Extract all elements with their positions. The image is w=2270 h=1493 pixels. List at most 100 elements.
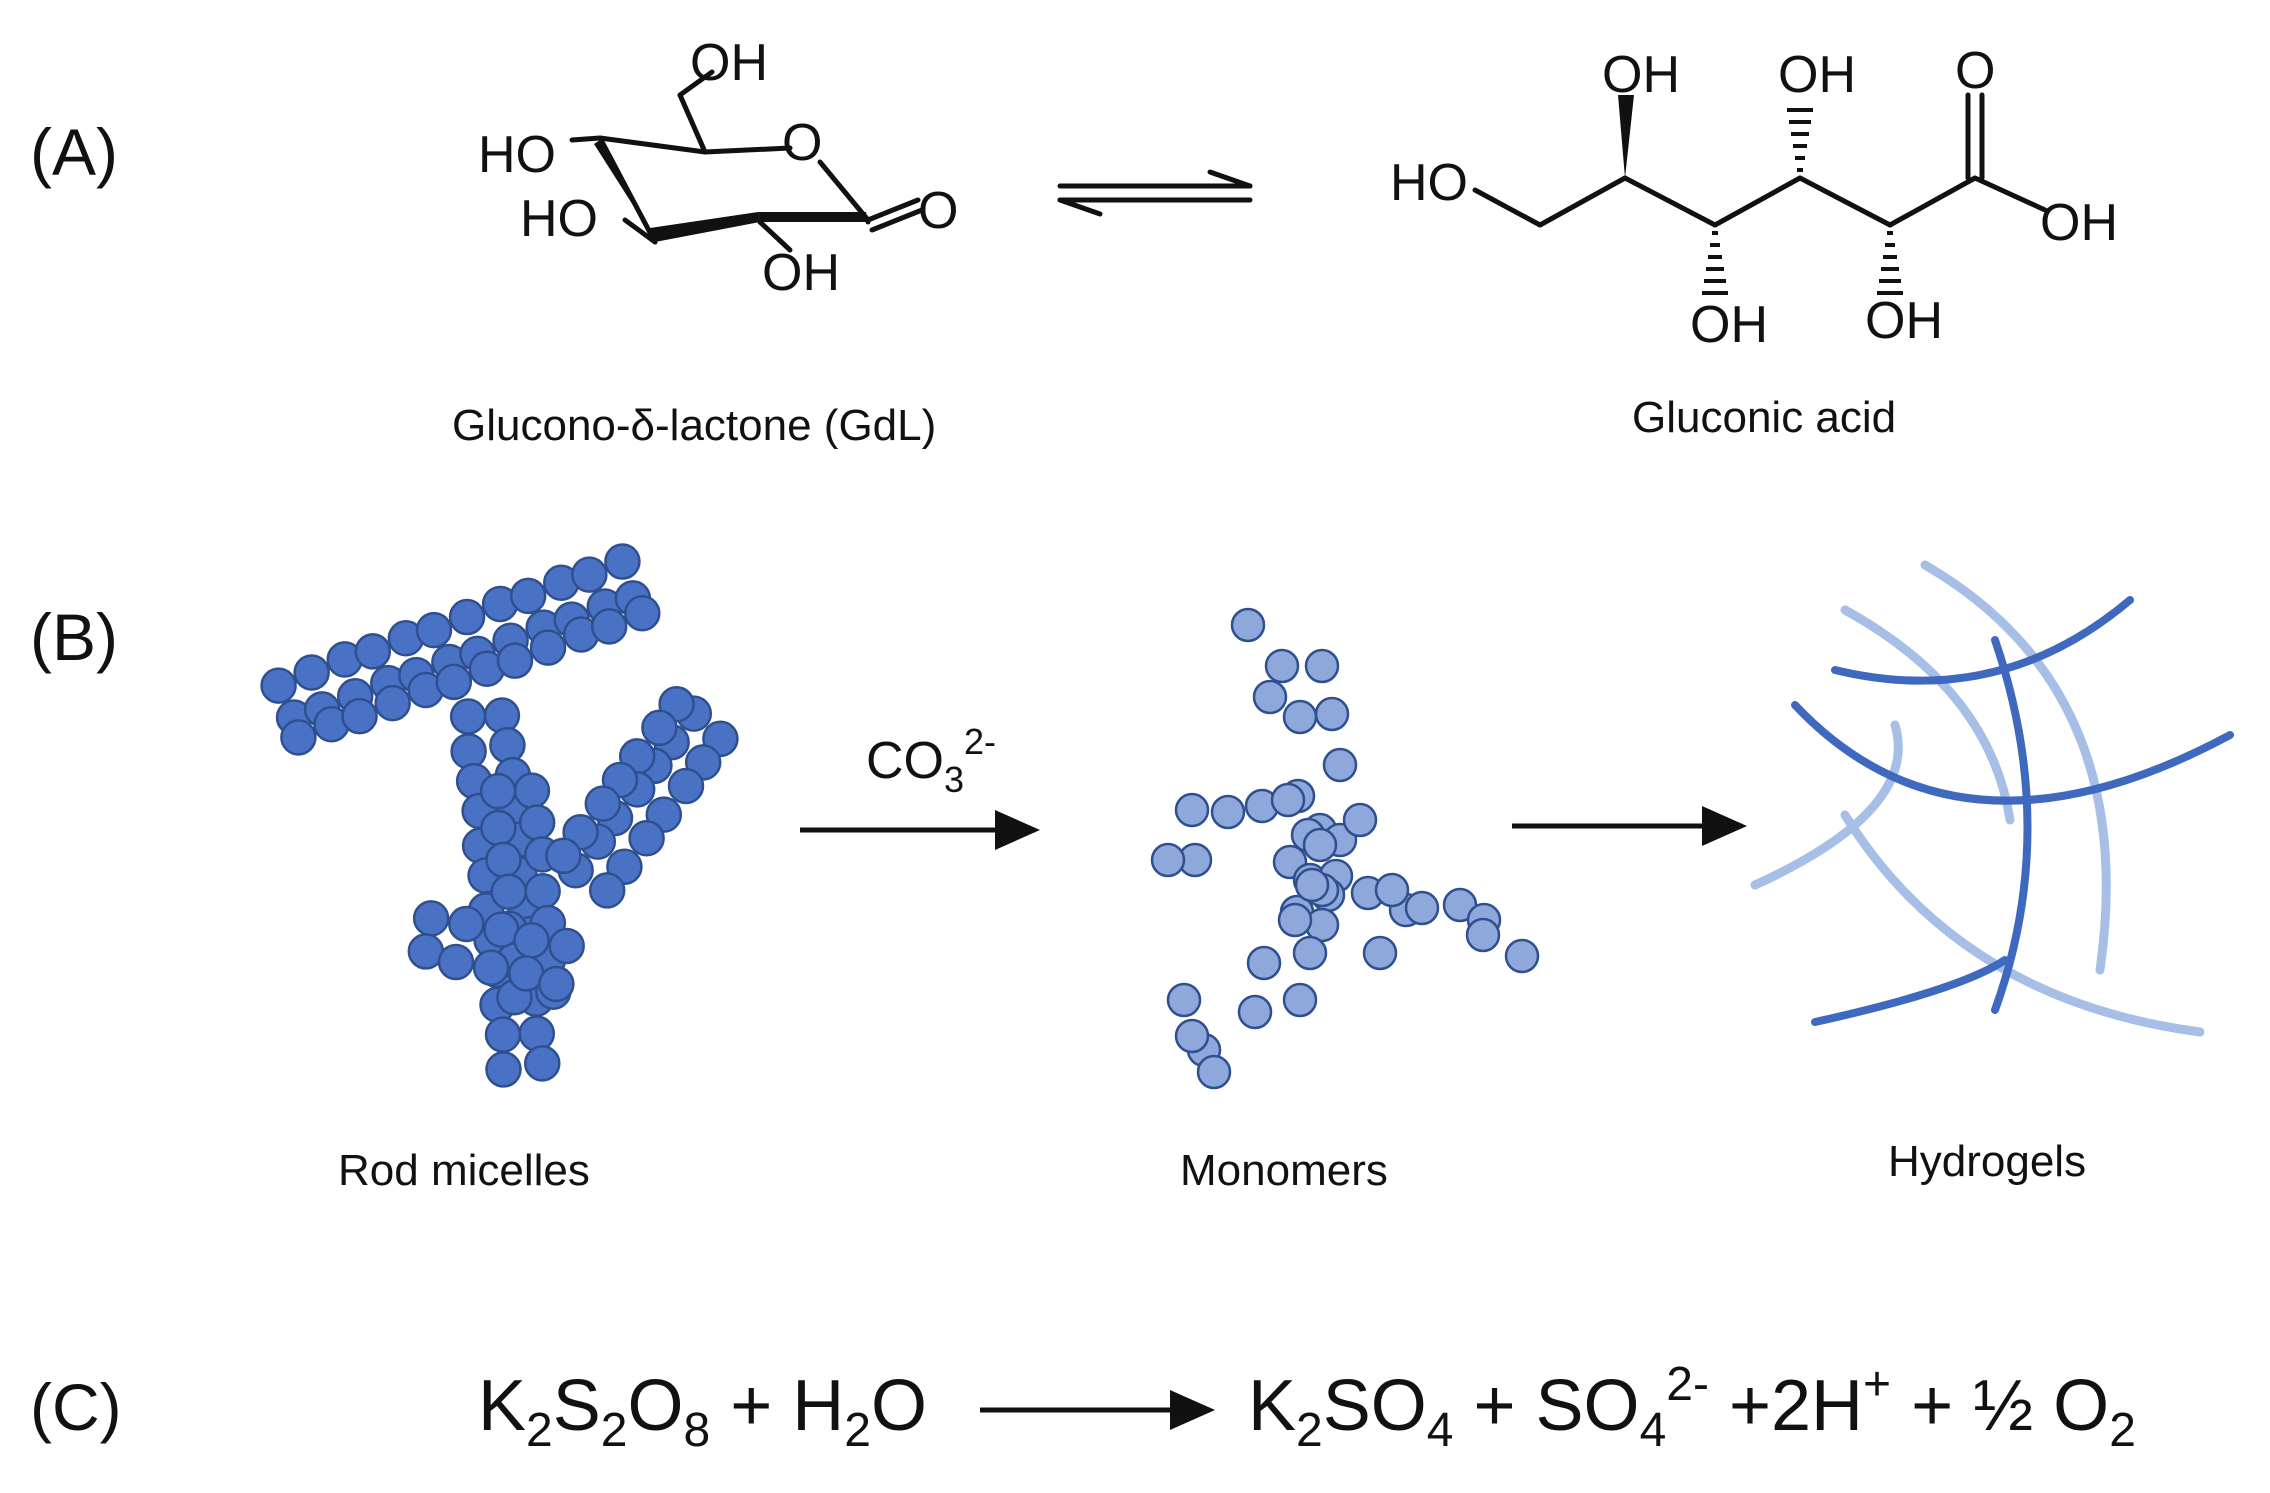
gdl-oh-bottom: OH [762,244,840,302]
bead [1196,1054,1232,1090]
gluconic-oh-c5: OH [1865,292,1943,350]
product-so2-sup: 2- [1666,1358,1709,1411]
product-plus-h: +2H [1709,1366,1863,1446]
bead [641,709,678,747]
bead [449,698,487,735]
bead [450,733,487,770]
equation-products: K2SO4 + SO42- +2H+ + ½ O2 [1248,1358,2136,1457]
hydrogel-network [1750,560,2234,1037]
gluconic-oh-c3: OH [1690,296,1768,354]
bead [1252,679,1288,715]
bead [667,767,705,805]
bead [1210,794,1246,830]
bead [1404,890,1440,926]
hash-bond-c3 [1702,231,1728,295]
bead [490,873,528,910]
bead [590,608,628,645]
bead [472,949,510,986]
reactant-k: K [478,1366,526,1446]
product-plus-so: + SO [1453,1366,1639,1446]
hash-bond-c4 [1787,108,1813,172]
hydrogel-fiber [1750,720,1903,890]
bead [529,629,567,666]
hydrogel-fiber [1831,596,2134,685]
bead [1294,867,1330,903]
bead [1504,938,1540,974]
bead [1264,648,1300,684]
bead [1362,935,1398,971]
bead [354,633,392,670]
gdl-carbonyl-o: O [918,182,958,240]
bead [518,804,556,841]
bead [407,933,445,970]
reactant-s: S [553,1366,601,1446]
bead [484,1016,522,1053]
gluconic-oh-c4: OH [1778,46,1856,104]
hydrogel-fiber [1840,605,2015,825]
bead [604,543,641,580]
bead [584,785,622,822]
hydrogel-fiber [1840,810,2205,1037]
bead [1230,607,1266,643]
hydrogel-fiber [1791,701,2234,805]
carbonate-sub: 3 [944,759,964,800]
bead [1322,747,1358,783]
reactant-s-sub: 2 [601,1404,628,1457]
reactant-water-o: O [871,1366,927,1446]
bead [280,719,317,756]
gdl-ho-1: HO [478,126,556,184]
bead [1374,872,1410,908]
panel-label-a: (A) [30,115,118,189]
bead [513,922,550,959]
bead [1304,648,1340,684]
bead [571,556,608,593]
product-h-sup: + [1863,1358,1891,1411]
bead [260,667,297,704]
gluconic-carbonyl-o: O [1955,42,1995,100]
bead [628,819,665,857]
hydrogel-fiber [1811,956,2009,1026]
gluconic-caption: Gluconic acid [1632,393,1896,442]
carbonate-sup: 2- [964,721,996,762]
bead [548,927,585,965]
gdl-caption: Glucono-δ-lactone (GdL) [452,401,936,450]
product-k: K [1248,1366,1296,1446]
bead [524,1045,561,1082]
gluconic-oh-c2: OH [1602,46,1680,104]
bead [1342,802,1378,838]
bead [496,642,534,679]
reactant-h-sub: 2 [844,1404,871,1457]
hydrogel-fiber [1991,636,2032,1014]
bead [1292,935,1328,971]
persulfate-equation: K2S2O8 + H2O K2SO4 + SO42- +2H+ + ½ O2 [478,1358,2136,1457]
bead [1465,917,1501,953]
bead [1277,902,1313,938]
bead [1314,696,1350,732]
bead [1150,842,1186,878]
product-o2-sub: 2 [2109,1404,2136,1457]
bead [412,900,450,937]
bead [509,577,547,615]
product-k-sub: 2 [1296,1404,1323,1457]
bead [341,697,378,735]
bead [545,837,582,875]
bead [448,905,485,943]
bead [485,841,522,879]
equilibrium-arrow [1057,169,1253,217]
gdl-ho-2: HO [520,190,598,248]
reactant-o: O [627,1366,683,1446]
monomer-caption: Monomers [1180,1146,1388,1195]
bead [1282,982,1318,1018]
gdl-ring-o: O [782,114,822,172]
bead [415,611,453,649]
product-so-sub: 4 [1427,1404,1454,1457]
panel-label-c: (C) [30,1370,122,1444]
bead [513,772,551,809]
rod-caption: Rod micelles [338,1146,590,1195]
product-so: SO [1323,1366,1427,1446]
bead [1174,792,1210,828]
bead [1270,782,1306,818]
bead [518,1015,556,1052]
gluconic-ho-left: HO [1390,154,1468,212]
